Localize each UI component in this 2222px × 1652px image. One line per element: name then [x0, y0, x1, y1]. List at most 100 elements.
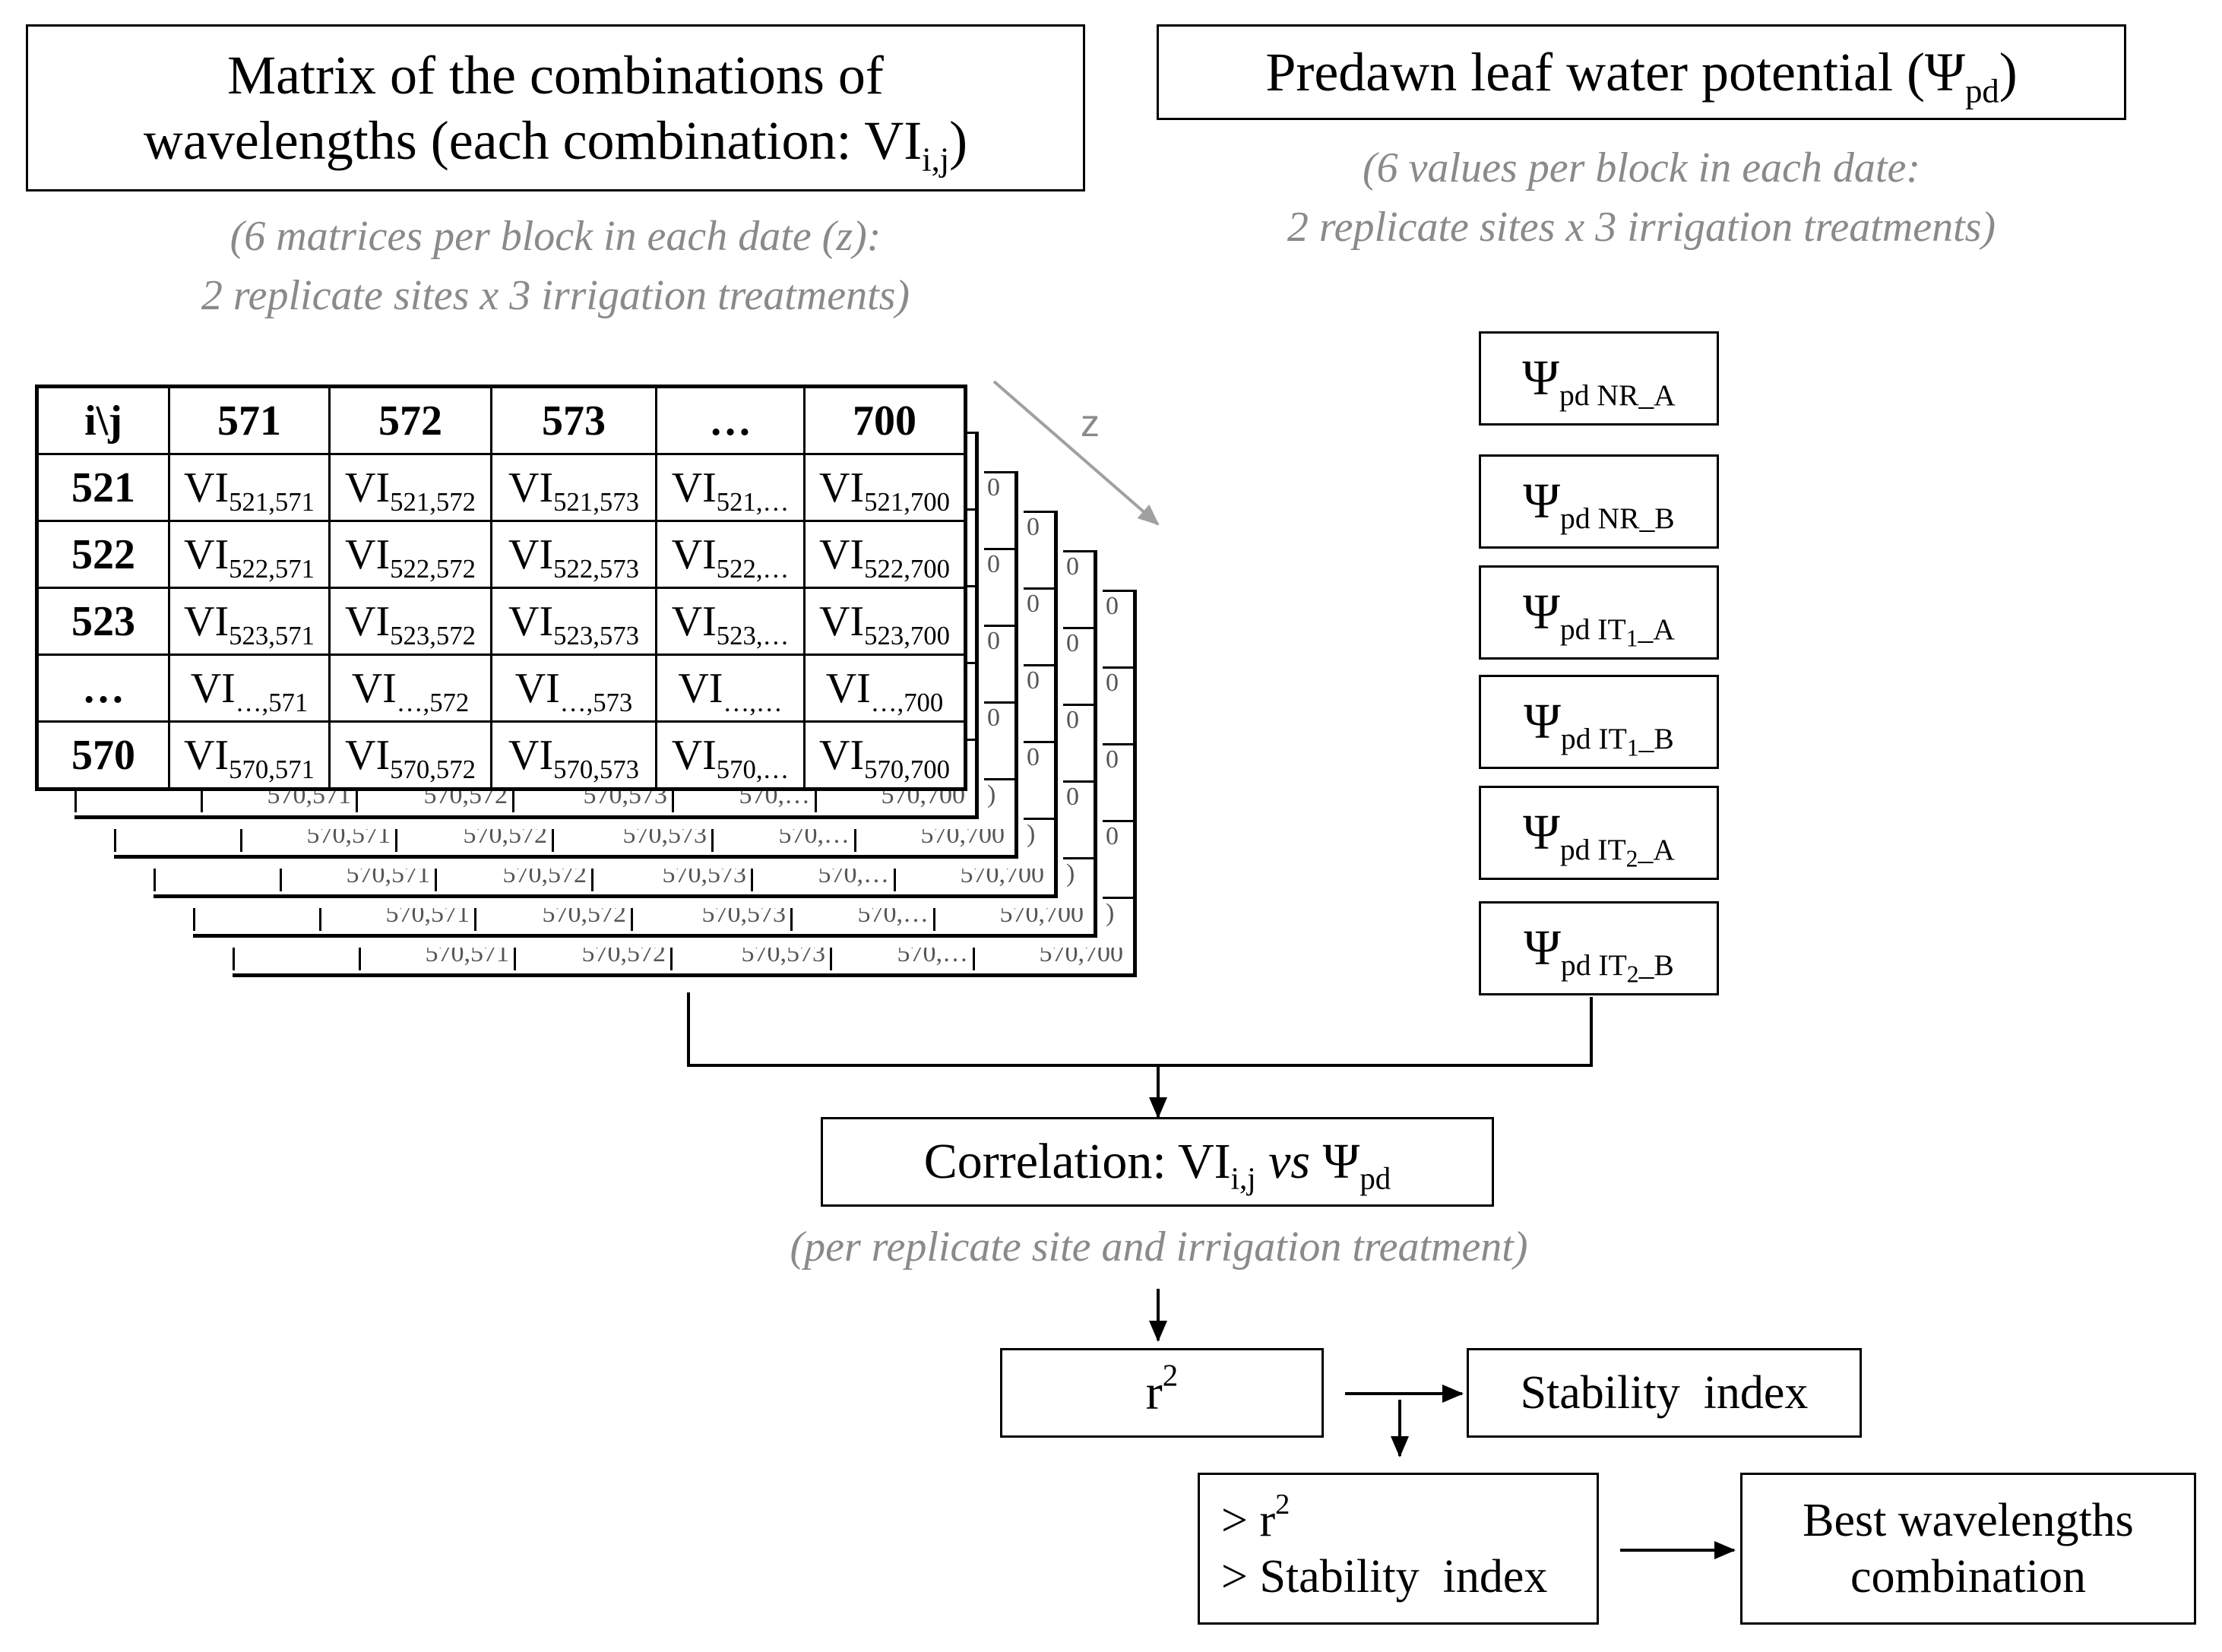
z-axis-label: z [1081, 402, 1100, 445]
psi-site: NR_B [1590, 502, 1675, 536]
layer-hidden-cell: 570,… [751, 869, 894, 891]
matrix-cell: VI522,571 [168, 520, 331, 589]
cell-base: VI [671, 530, 717, 578]
cell-base: VI [184, 731, 229, 779]
layer-hidden-cell: 570,571 [359, 948, 514, 970]
matrix-column-header: 573 [490, 385, 657, 455]
cell-base: VI [819, 731, 865, 779]
cell-base: VI [345, 731, 391, 779]
layer-hidden-edge-cell: 0 [1103, 820, 1133, 897]
layer-hidden-edge-cell: 0 [1103, 743, 1133, 820]
psi-symbol: Ψ [1522, 350, 1559, 407]
layer-hidden-cell: 570,… [790, 908, 933, 931]
cell-base: VI [508, 731, 554, 779]
matrix-cell: VI522,… [655, 520, 806, 589]
layer-hidden-edge-cell: 0 [984, 625, 1014, 701]
r2-box: r2 [1000, 1348, 1324, 1438]
layer-hidden-edge-cell: 0 [1063, 780, 1094, 857]
layer-hidden-cell: 570,700 [854, 829, 1009, 852]
layer-hidden-cell: 570,572 [435, 869, 591, 891]
cell-index: …,571 [235, 687, 309, 717]
cell-index: 570,… [716, 754, 790, 784]
cell-index: 521,700 [864, 486, 950, 517]
cell-index: 522,573 [553, 553, 639, 584]
psi-value-text: Ψpd NR_A [1522, 348, 1676, 410]
psi-value-box: Ψpd NR_A [1479, 331, 1719, 426]
matrix-cell: VI521,572 [328, 453, 492, 522]
cell-base: VI [671, 464, 717, 511]
layer-hidden-cell: 570,572 [356, 790, 512, 812]
criteria-box: > r2 > Stability index [1198, 1473, 1599, 1625]
r2-text: r2 [1145, 1358, 1179, 1421]
cell-index: …,… [723, 687, 783, 717]
psi-title-text: Predawn leaf water potential (Ψpd) [1265, 41, 2018, 110]
psi-subscript: pd IT2_B [1560, 948, 1674, 986]
psi-symbol: Ψ [1523, 473, 1561, 530]
layer-hidden-edge-cell: 0 [1024, 741, 1054, 818]
matrix-row-header: 521 [36, 453, 170, 522]
cell-index: 521,573 [553, 486, 639, 517]
matrix-cell: VI521,571 [168, 453, 331, 522]
cell-base: VI [671, 731, 717, 779]
psi-value-text: Ψpd IT1_A [1523, 582, 1675, 650]
psi-symbol: Ψ [1524, 920, 1561, 976]
cell-base: VI [825, 664, 871, 712]
psi-value-text: Ψpd IT1_B [1524, 691, 1674, 760]
psi-pd: pd [1560, 948, 1591, 983]
layer-hidden-edge-cell: ) [1024, 818, 1054, 894]
matrix-cell: VI…,700 [803, 654, 967, 723]
layer-hidden-cell: 570,572 [514, 948, 670, 970]
psi-site-end: _A [1638, 612, 1675, 647]
cell-base: VI [819, 597, 865, 645]
psi-value-box: Ψpd IT2_B [1479, 901, 1719, 995]
matrix-cell: VI…,573 [490, 654, 657, 723]
cell-index: 570,573 [553, 754, 639, 784]
psi-site-index: 2 [1625, 845, 1638, 872]
cell-base: VI [184, 597, 229, 645]
matrix-cell: VI521,573 [490, 453, 657, 522]
cell-base: VI [345, 597, 391, 645]
merge-connector [687, 992, 1593, 1067]
layer-hidden-edge-cell: 0 [1024, 664, 1054, 741]
matrix-cell: VI522,572 [328, 520, 492, 589]
cell-index: 523,573 [553, 620, 639, 650]
psi-subscript: pd NR_B [1560, 502, 1675, 535]
psi-symbol: Ψ [1523, 584, 1560, 641]
layer-hidden-edge-cell: 0 [1103, 666, 1133, 743]
layer-hidden-cell: 570,573 [552, 829, 711, 852]
matrix-cell: VI523,573 [490, 587, 657, 656]
matrix-column-header: … [655, 385, 806, 455]
matrix-row-header: … [36, 654, 170, 723]
layer-hidden-edge-cell: 0 [1024, 511, 1054, 587]
matrix-row-header: 570 [36, 720, 170, 790]
layer-hidden-cell: 570,… [672, 790, 815, 812]
best-line1: Best wavelengths [1803, 1494, 2134, 1546]
psi-note-line1: (6 values per block in each date: [1363, 144, 1920, 191]
cell-index: …,700 [870, 687, 944, 717]
psi-site: IT [1591, 722, 1627, 756]
criteria-line2: > Stability index [1221, 1551, 1548, 1603]
layer-hidden-edge-cell: 0 [1024, 587, 1054, 664]
matrix-note-line2: 2 replicate sites x 3 irrigation treatme… [201, 272, 910, 320]
matrix-cell: VI570,572 [328, 720, 492, 790]
layer-hidden-cell: 570,573 [591, 869, 751, 891]
layer-hidden-edge-cell: 0 [1103, 590, 1133, 666]
cell-index: 521,572 [390, 486, 476, 517]
correlation-box: Correlation: VIi,j vs Ψpd [821, 1117, 1494, 1207]
cell-index: 570,700 [864, 754, 950, 784]
layer-hidden-cell: 570,700 [933, 908, 1088, 931]
correlation-note-text: (per replicate site and irrigation treat… [790, 1223, 1528, 1271]
cell-base: VI [184, 530, 229, 578]
layer-hidden-cell [154, 869, 280, 891]
matrix-title-box: Matrix of the combinations of wavelength… [26, 24, 1085, 191]
psi-symbol: Ψ [1524, 694, 1561, 750]
matrix-cell: VI521,700 [803, 453, 967, 522]
psi-note-line2: 2 replicate sites x 3 irrigation treatme… [1287, 204, 1996, 252]
matrix-note-line1: (6 matrices per block in each date (z): [229, 213, 882, 260]
layer-hidden-cell: 570,571 [319, 908, 474, 931]
